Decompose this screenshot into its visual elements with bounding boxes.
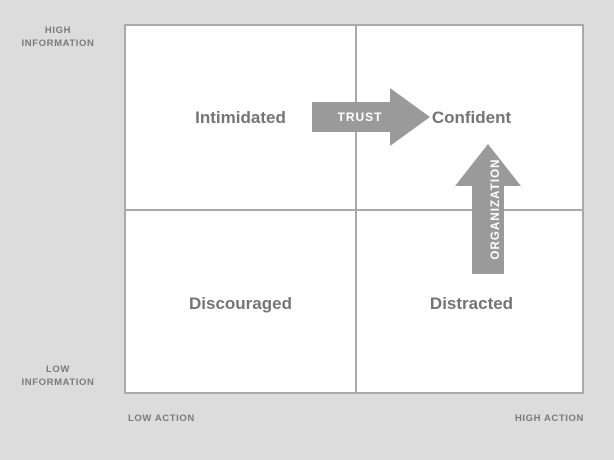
quadrant-intimidated: Intimidated — [126, 26, 355, 209]
matrix-grid: Intimidated Confident Discouraged Distra… — [124, 24, 584, 394]
axis-label-low-information: LOW INFORMATION — [21, 364, 95, 388]
arrow-right-icon — [312, 88, 430, 146]
quadrant-label-intimidated: Intimidated — [195, 107, 286, 127]
axis-label-high-information: HIGH INFORMATION — [21, 25, 95, 49]
quadrant-label-confident: Confident — [431, 107, 512, 127]
arrow-right-trust: TRUST — [312, 88, 430, 146]
divider-horizontal — [126, 209, 582, 211]
arrow-up-organization: ORGANIZATION — [455, 144, 521, 274]
arrow-up-icon — [455, 144, 521, 274]
quadrant-discouraged: Discouraged — [126, 211, 355, 396]
axis-label-low-action: LOW ACTION — [128, 413, 195, 424]
quadrant-confident: Confident — [357, 26, 586, 209]
arrow-label-trust: TRUST — [337, 110, 383, 124]
quadrant-label-discouraged: Discouraged — [189, 293, 292, 313]
quadrant-label-distracted: Distracted — [429, 293, 514, 313]
quadrant-distracted: Distracted — [357, 211, 586, 396]
axis-label-high-action: HIGH ACTION — [514, 413, 584, 424]
arrow-label-organization: ORGANIZATION — [490, 158, 502, 260]
